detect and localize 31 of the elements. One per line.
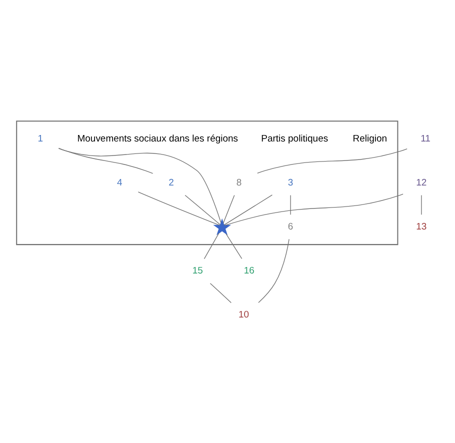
node-text: 10	[238, 310, 250, 321]
node-text: 12	[416, 177, 427, 188]
connector	[58, 148, 222, 223]
node-text: 15	[192, 266, 203, 277]
connector	[58, 148, 154, 174]
node-text: 16	[244, 266, 254, 277]
label: Mouvements sociaux dans les régions	[77, 133, 238, 144]
node-text: 4	[117, 177, 122, 188]
label: Religion	[352, 133, 388, 144]
connector	[258, 238, 290, 303]
cluster	[16, 120, 398, 246]
connector	[224, 194, 273, 226]
node-text: 3	[288, 177, 294, 188]
node-text: 6	[288, 221, 294, 232]
node-text: 8	[236, 177, 242, 188]
connector	[290, 194, 291, 215]
connector	[138, 192, 220, 226]
label: Partis politiques	[261, 133, 328, 144]
connector	[226, 233, 242, 260]
connector	[184, 194, 221, 226]
connector	[222, 194, 235, 224]
connector	[257, 148, 408, 174]
connector	[204, 232, 220, 260]
node-text: 2	[168, 177, 174, 188]
connector	[225, 194, 404, 226]
connector	[210, 283, 232, 304]
node-text: 1	[38, 133, 43, 144]
node-text: 13	[416, 221, 427, 232]
node-text: 11	[420, 133, 430, 144]
node-star	[213, 218, 231, 236]
connector	[421, 194, 422, 215]
